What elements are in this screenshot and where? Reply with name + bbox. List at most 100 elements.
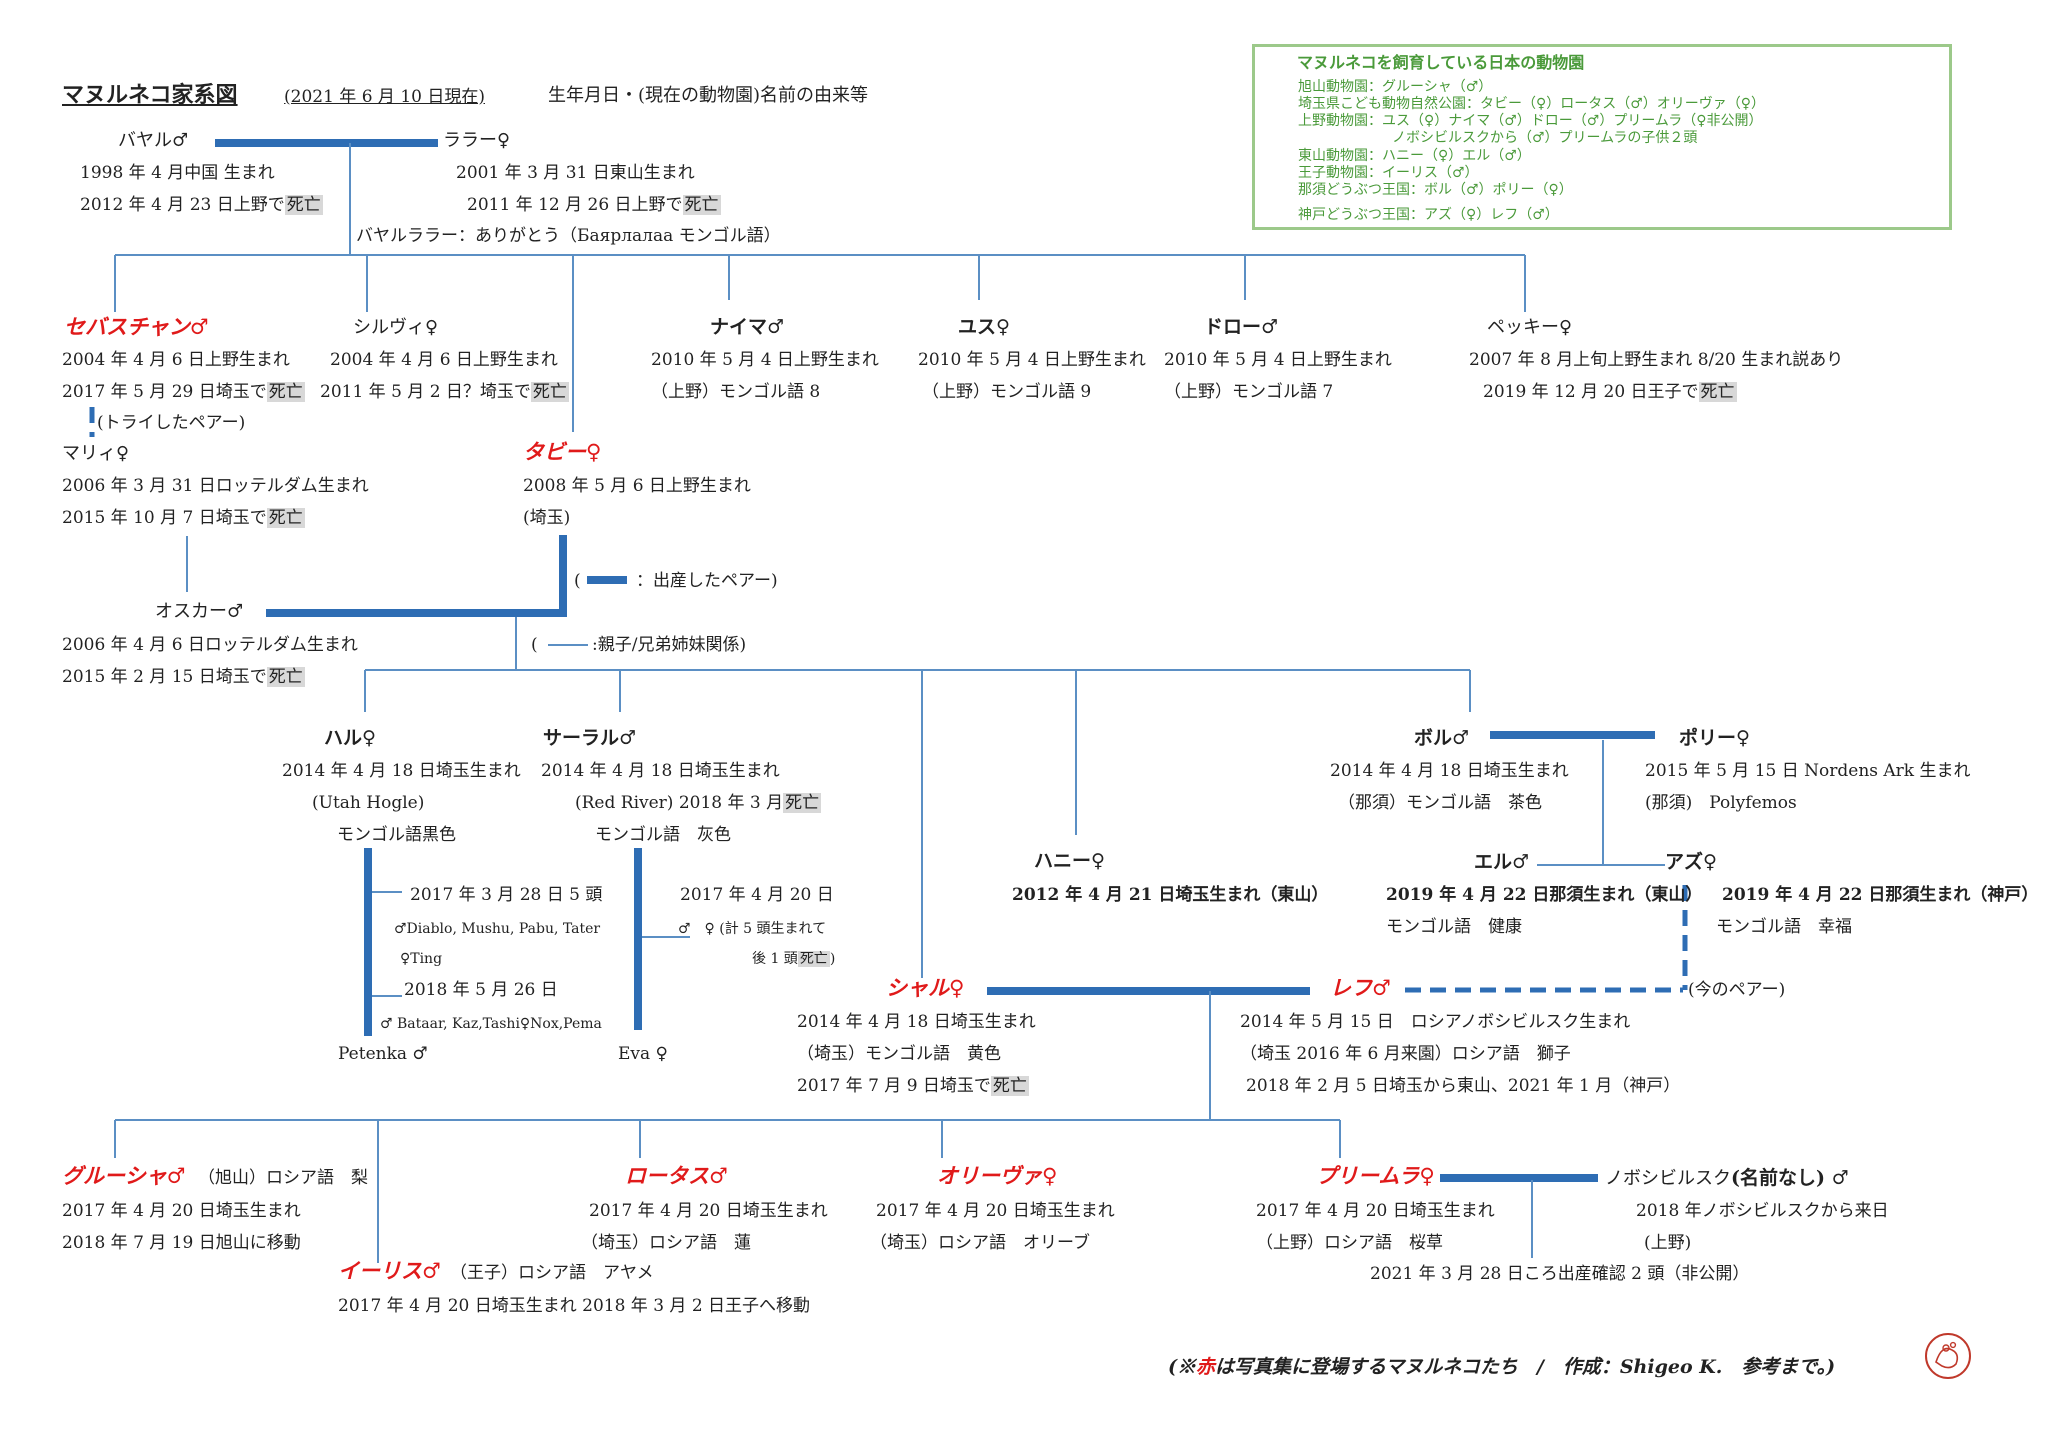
- grusha-tag: （旭山）ロシア語 梨: [198, 1168, 368, 1188]
- hal-birth: 2014 年 4 月 18 日埼玉生まれ: [282, 761, 521, 781]
- bor-name: ボル♂: [1414, 727, 1470, 749]
- zoo-line: 東山動物園：ハニー（♀）エル（♂）: [1298, 148, 1531, 164]
- tabby-zoo: (埼玉): [523, 508, 571, 528]
- current-pair-lines: [89, 407, 1688, 993]
- primula-birth: 2017 年 4 月 20 日埼玉生まれ: [1256, 1201, 1495, 1221]
- author-seal-icon: [1925, 1333, 1971, 1379]
- el-birth: 2019 年 4 月 22 日那須生まれ（東山）: [1386, 885, 1703, 905]
- lev-name: レフ♂: [1330, 975, 1391, 1000]
- dolo-name: ドロー♂: [1204, 316, 1279, 338]
- lotus-name: ロータス♂: [625, 1163, 728, 1188]
- lala-death: 2011 年 12 月 26 日上野で死亡: [467, 195, 721, 215]
- marie-birth: 2006 年 3 月 31 日ロッテルダム生まれ: [62, 476, 369, 496]
- bayar-birth: 1998 年 4 月中国 生まれ: [80, 163, 275, 183]
- breeding-pair-lines: [215, 139, 1655, 1182]
- dolo-note: （上野）モンゴル語 7: [1164, 382, 1334, 402]
- lev-note: （埼玉 2016 年 6 月来園）ロシア語 獅子: [1240, 1044, 1571, 1064]
- dead-badge: 死亡: [682, 195, 721, 215]
- dead-badge: 死亡: [1698, 382, 1737, 402]
- iris-tag: （王子）ロシア語 アヤメ: [450, 1263, 654, 1283]
- dead-badge: 死亡: [284, 195, 323, 215]
- dead-badge: 死亡: [783, 793, 822, 813]
- as-of-date: (2021 年 6 月 10 日現在): [284, 87, 485, 107]
- saral-litter-death: 後 1 頭死亡): [752, 951, 836, 967]
- dolo-birth: 2010 年 5 月 4 日上野生まれ: [1164, 350, 1392, 370]
- lala-birth: 2001 年 3 月 31 日東山生まれ: [456, 163, 695, 183]
- el-name: エル♂: [1474, 851, 1530, 873]
- zoo-line: 旭山動物園：グルーシャ（♂）: [1298, 79, 1493, 95]
- saral-litter-count: ♂ ♀ (計 5 頭生まれて: [678, 921, 827, 937]
- credit-note: (※赤は写真集に登場するマヌルネコたち / 作成：Shigeo K. 参考まで。…: [1168, 1356, 1836, 1378]
- silvi-name: シルヴィ♀: [353, 317, 439, 338]
- oscar-birth: 2006 年 4 月 6 日ロッテルダム生まれ: [62, 635, 358, 655]
- grusha-move: 2018 年 7 月 19 日旭山に移動: [62, 1233, 301, 1253]
- polly-note: (那須) Polyfemos: [1645, 793, 1797, 813]
- oscar-name: オスカー♂: [155, 601, 244, 622]
- dead-badge: 死亡: [266, 667, 305, 687]
- iris-name: イーリス♂: [338, 1258, 441, 1283]
- saral-note: モンゴル語 灰色: [595, 825, 731, 845]
- yus-name: ユス♀: [958, 316, 1010, 338]
- lotus-birth: 2017 年 4 月 20 日埼玉生まれ: [589, 1201, 828, 1221]
- zoo-list-title: マヌルネコを飼育している日本の動物園: [1297, 53, 1585, 72]
- naima-name: ナイマ♂: [710, 316, 785, 338]
- peggy-death: 2019 年 12 月 20 日王子で死亡: [1483, 382, 1737, 402]
- grusha-birth: 2017 年 4 月 20 日埼玉生まれ: [62, 1201, 301, 1221]
- dead-badge: 死亡: [990, 1076, 1029, 1096]
- bor-birth: 2014 年 4 月 18 日埼玉生まれ: [1330, 761, 1569, 781]
- shal-note: （埼玉）モンゴル語 黄色: [797, 1044, 1001, 1064]
- bayar-lala-note: バヤルララー：ありがとう（Баярлалаа モンゴル語）: [356, 226, 781, 246]
- grusha-name: グルーシャ♂: [62, 1163, 186, 1188]
- hal-origin: (Utah Hogle): [312, 793, 425, 813]
- sebastian-birth: 2004 年 4 月 6 日上野生まれ: [62, 350, 290, 370]
- tabby-birth: 2008 年 5 月 6 日上野生まれ: [523, 476, 751, 496]
- oliva-birth: 2017 年 4 月 20 日埼玉生まれ: [876, 1201, 1115, 1221]
- legend-kin: :親子/兄弟姉妹関係): [592, 635, 747, 655]
- silvi-death: 2011 年 5 月 2 日？埼玉で死亡: [320, 382, 569, 402]
- iris-birth-move: 2017 年 4 月 20 日埼玉生まれ 2018 年 3 月 2 日王子へ移動: [338, 1296, 811, 1316]
- saral-birth: 2014 年 4 月 18 日埼玉生まれ: [541, 761, 780, 781]
- hal-litter-2017: 2017 年 3 月 28 日 5 頭: [410, 885, 603, 905]
- saral-name: サーラル♂: [543, 727, 637, 749]
- bayar-name: バヤル♂: [118, 130, 189, 151]
- oliva-note: （埼玉）ロシア語 オリーブ: [870, 1233, 1090, 1253]
- silvi-birth: 2004 年 4 月 6 日上野生まれ: [330, 350, 558, 370]
- primula-name: プリームラ♀: [1316, 1163, 1435, 1188]
- shal-birth: 2014 年 4 月 18 日埼玉生まれ: [797, 1012, 1036, 1032]
- eva-name: Eva ♀: [618, 1044, 668, 1064]
- hal-litter-2018-names: ♂ Bataar, Kaz,Tashi♀Nox,Pema: [380, 1016, 602, 1032]
- primula-note: （上野）ロシア語 桜草: [1256, 1233, 1443, 1253]
- petenka-name: Petenka ♂: [338, 1044, 428, 1064]
- honey-birth: 2012 年 4 月 21 日埼玉生まれ（東山）: [1012, 885, 1329, 905]
- lev-birth: 2014 年 5 月 15 日 ロシアノボシビルスク生まれ: [1240, 1012, 1631, 1032]
- peggy-birth: 2007 年 8 月上旬上野生まれ 8/20 生まれ説あり: [1469, 350, 1844, 370]
- yus-note: （上野）モンゴル語 9: [922, 382, 1092, 402]
- lala-name: ララー♀: [443, 130, 511, 151]
- kin-lines: [114, 143, 1665, 1263]
- marie-death: 2015 年 10 月 7 日埼玉で死亡: [62, 508, 305, 528]
- trial-pair-note: (トライしたペアー): [97, 413, 246, 433]
- hal-litter-female: ♀Ting: [400, 951, 443, 967]
- zoo-line: 王子動物園：イーリス（♂）: [1298, 165, 1479, 181]
- polly-birth: 2015 年 5 月 15 日 Nordens Ark 生まれ: [1645, 761, 1971, 781]
- tabby-name: タビー♀: [523, 439, 602, 464]
- hal-litter-males: ♂Diablo, Mushu, Pabu, Tater: [394, 921, 601, 937]
- saral-death: (Red River) 2018 年 3 月死亡: [575, 793, 822, 813]
- az-birth: 2019 年 4 月 22 日那須生まれ（神戸）: [1722, 885, 2039, 905]
- legend-open: (: [574, 571, 581, 591]
- marie-name: マリィ♀: [62, 443, 130, 464]
- legend-open: (: [531, 635, 538, 655]
- yus-birth: 2010 年 5 月 4 日上野生まれ: [918, 350, 1146, 370]
- novo-zoo: (上野): [1644, 1233, 1692, 1253]
- legend-breeding-pair: ：出産したペアー): [636, 571, 778, 591]
- peggy-name: ペッキー♀: [1487, 317, 1573, 338]
- dead-badge: 死亡: [530, 382, 569, 402]
- current-pair-note: (今のペアー): [1688, 980, 1786, 1000]
- novo-arrival: 2018 年ノボシビルスクから来日: [1636, 1201, 1889, 1221]
- page-title: マヌルネコ家系図: [62, 82, 238, 108]
- sebastian-death: 2017 年 5 月 29 日埼玉で死亡: [62, 382, 305, 402]
- zoo-line: 上野動物園：ユス（♀）ナイマ（♂）ドロー（♂）プリームラ（♀非公開）: [1298, 113, 1763, 129]
- hal-litter-2018: 2018 年 5 月 26 日: [404, 980, 558, 1000]
- polly-name: ポリー♀: [1679, 727, 1750, 749]
